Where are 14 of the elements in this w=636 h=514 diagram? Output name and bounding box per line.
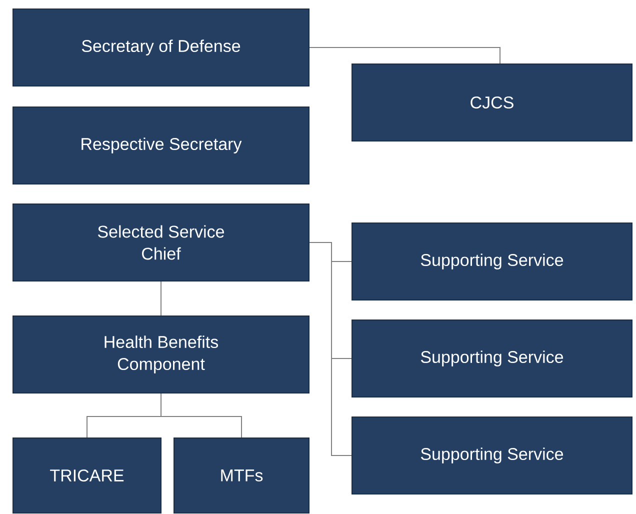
- connector-line: [309, 47, 500, 64]
- connector-line: [160, 393, 242, 438]
- org-box: Health Benefits Component: [12, 316, 310, 394]
- org-box: TRICARE: [12, 438, 162, 514]
- connector-line: [309, 242, 352, 456]
- org-box: Secretary of Defense: [12, 8, 310, 86]
- org-box: Supporting Service: [352, 416, 632, 494]
- org-box: Supporting Service: [352, 320, 632, 398]
- org-box: Respective Secretary: [12, 106, 310, 184]
- connector-line: [160, 281, 162, 316]
- org-box: Selected Service Chief: [12, 204, 310, 282]
- org-box: MTFs: [174, 438, 310, 514]
- org-box: Supporting Service: [352, 222, 632, 300]
- org-box: CJCS: [352, 64, 632, 142]
